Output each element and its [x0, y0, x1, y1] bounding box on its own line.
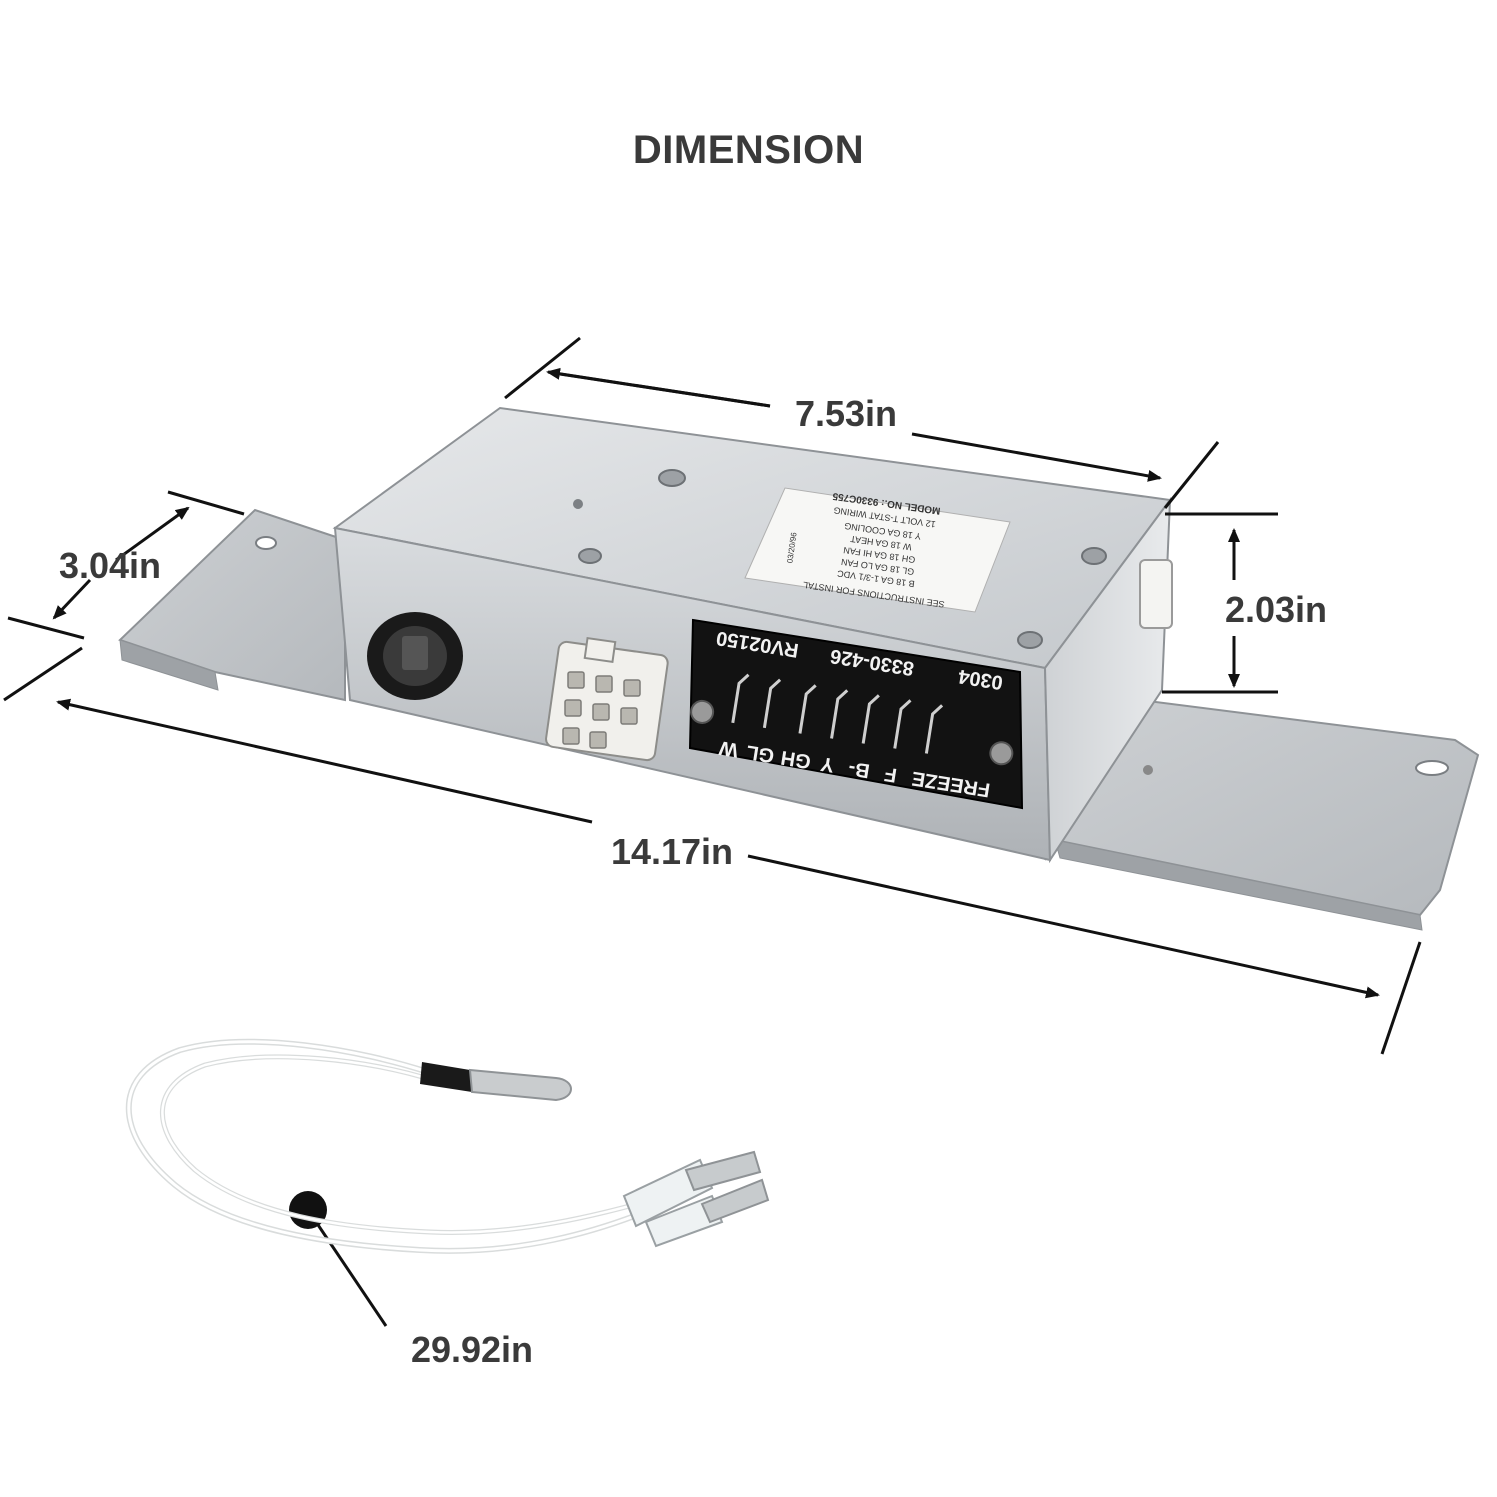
six-pin-connector — [545, 637, 669, 762]
panel-screw — [690, 699, 715, 724]
terminal-label-w: W — [718, 736, 740, 761]
terminal-panel: W GL GH Y B- F FREEZE RV02150 8330-426 0… — [688, 618, 1024, 810]
dim-arrow-base-right — [747, 854, 1380, 999]
terminal-label-y: Y — [819, 752, 836, 776]
dim-arrow-top-left — [546, 367, 771, 408]
sensor-probe — [468, 1068, 572, 1102]
terminal-label-b: B- — [847, 757, 871, 782]
sensor-cable — [125, 1038, 770, 1254]
extension-line — [1380, 941, 1422, 1055]
dim-label-length-top: 7.53in — [795, 393, 897, 434]
mount-hole-left — [255, 536, 277, 550]
stud — [1143, 765, 1153, 775]
dimension-lines — [3, 336, 1422, 1327]
dim-label-depth: 3.04in — [59, 545, 161, 586]
panel-screw — [989, 741, 1014, 766]
extension-line — [7, 616, 85, 640]
dim-arrow-depth-bottom — [52, 578, 92, 620]
dim-arrow-base-left — [56, 698, 593, 824]
dim-line-top-right — [911, 432, 1162, 482]
mount-hole-right — [1415, 760, 1449, 776]
terminal-label-f: F — [883, 762, 899, 786]
probe-sleeve — [420, 1062, 472, 1092]
side-connector — [1139, 559, 1173, 629]
extension-line — [167, 490, 245, 516]
dim-label-length-base: 14.17in — [611, 831, 733, 872]
extension-line — [504, 336, 581, 400]
label-date: 03/20/96 — [785, 531, 798, 564]
dim-arrow-depth-top — [115, 506, 190, 562]
mounting-plate — [118, 508, 1480, 931]
top-screws — [573, 469, 1107, 649]
dim-label-cable: 29.92in — [411, 1329, 533, 1370]
spade-terminals — [622, 1150, 770, 1248]
extension-line — [3, 646, 83, 702]
round-port — [367, 612, 463, 700]
leader-line — [306, 1209, 388, 1327]
control-box: SEE INSTRUCTIONS FOR INSTAL B 18 GA 1-3/… — [332, 406, 1173, 864]
extension-line — [1163, 441, 1220, 509]
terminal-contacts — [731, 673, 944, 754]
dim-label-height: 2.03in — [1225, 589, 1327, 630]
page-title: DIMENSION — [632, 128, 865, 172]
terminal-label-gh: GH — [779, 746, 812, 772]
terminal-label-gl: GL — [745, 741, 776, 767]
